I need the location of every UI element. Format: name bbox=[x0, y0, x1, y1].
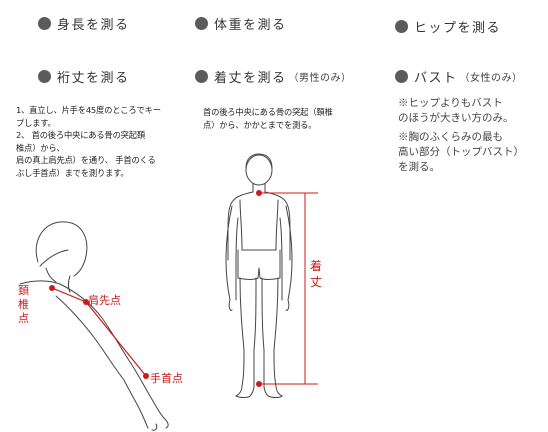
instruction-line: 1、直立し、片手を45度のところでキー bbox=[16, 105, 161, 115]
header-sleeve: 裄丈を測る bbox=[38, 67, 130, 86]
sleeve-instructions: 1、直立し、片手を45度のところでキー プします。 2、 首の後ろ中央にある骨の… bbox=[16, 104, 161, 179]
neck-point-label: 椎 bbox=[18, 297, 29, 311]
instruction-line: ぶし手首点）までを測ります。 bbox=[16, 167, 129, 178]
shoulder-point-label: 肩先点 bbox=[88, 293, 121, 307]
header-hip: ヒップを測る bbox=[395, 17, 501, 36]
bullet-icon bbox=[395, 70, 408, 83]
length-label: 丈 bbox=[310, 275, 322, 289]
bullet-icon bbox=[195, 17, 208, 30]
header-length: 着丈を測る （男性のみ） bbox=[195, 67, 352, 86]
bullet-icon bbox=[38, 17, 51, 30]
instruction-line: 肩の真上肩先点）を通り、 手首のくる bbox=[16, 155, 156, 165]
instruction-line: 椎点）から、 bbox=[16, 142, 65, 153]
bullet-icon bbox=[195, 70, 208, 83]
neck-point-label: 頚 bbox=[18, 284, 29, 297]
header-height: 身長を測る bbox=[38, 14, 130, 33]
sleeve-illustration: 頚 椎 点 肩先点 手首点 bbox=[18, 221, 183, 431]
shoulder-point-marker bbox=[83, 299, 89, 305]
heel-point-marker bbox=[256, 381, 262, 387]
instruction-line: プします。 bbox=[16, 117, 56, 128]
header-weight: 体重を測る bbox=[195, 14, 287, 33]
wrist-point-marker bbox=[143, 373, 149, 379]
wrist-point-label: 手首点 bbox=[150, 371, 183, 385]
neck-point-marker bbox=[49, 285, 55, 291]
bullet-icon bbox=[395, 20, 408, 33]
header-bust: バスト （女性のみ） bbox=[395, 67, 523, 86]
instruction-line: 首の後ろ中央にある骨の突起（頚椎 bbox=[203, 107, 333, 117]
instruction-line: 2、 首の後ろ中央にある骨の突起頚 bbox=[16, 130, 145, 140]
bust-note-1: ※ヒップよりもバスト のほうが大きい方のみ。 bbox=[398, 97, 514, 124]
instruction-line: 点）から、かかとまでを測る。 bbox=[203, 119, 317, 130]
neck-point-marker bbox=[256, 190, 262, 196]
bust-notes: ※ヒップよりもバスト のほうが大きい方のみ。 ※胸のふくらみの最も 高い部分（ト… bbox=[398, 96, 524, 179]
neck-point-label: 点 bbox=[18, 312, 29, 325]
length-illustration: 着 丈 bbox=[225, 153, 322, 398]
length-instructions: 首の後ろ中央にある骨の突起（頚椎 点）から、かかとまでを測る。 bbox=[203, 106, 333, 131]
bullet-icon bbox=[38, 70, 51, 83]
bust-note-2: ※胸のふくらみの最も 高い部分（トップバスト） を測る。 bbox=[398, 131, 524, 173]
length-label: 着 bbox=[310, 258, 322, 273]
